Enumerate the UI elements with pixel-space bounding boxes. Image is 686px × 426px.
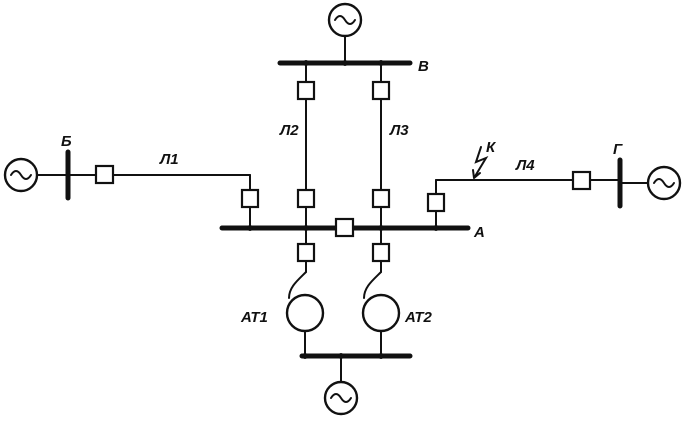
circuit-breaker-icon <box>371 188 391 209</box>
line-1-label: Л1 <box>159 151 179 168</box>
bus-g-label: Г <box>613 141 623 158</box>
autotransformer-1-label: АТ1 <box>240 309 268 326</box>
autotransformer-2-label: АТ2 <box>404 309 432 326</box>
line-4-label: Л4 <box>515 157 535 174</box>
circuit-breaker-icon <box>571 170 592 191</box>
generator-bottom <box>323 380 359 416</box>
circuit-breaker-icon <box>371 242 391 263</box>
circuit-breaker-icon <box>296 188 316 209</box>
autotransformer-icon <box>285 293 325 333</box>
fault-label: К <box>486 139 497 156</box>
bus-v-label: В <box>418 58 429 75</box>
autotransformer-1 <box>285 293 325 333</box>
circuit-breaker-icon <box>94 164 115 185</box>
lightning-icon <box>472 146 489 179</box>
generator-top <box>327 2 363 38</box>
line-2-label: Л2 <box>279 122 299 139</box>
bus-a-label: А <box>473 224 485 241</box>
generator-b <box>3 157 39 193</box>
fault-point: К <box>472 139 497 179</box>
circuit-breaker-icon <box>371 80 391 101</box>
autotransformer-2 <box>361 293 401 333</box>
line-3-label: Л3 <box>389 122 409 139</box>
generator-g <box>646 165 682 201</box>
circuit-breaker-icon <box>240 188 260 209</box>
circuit-breaker-icon <box>296 242 316 263</box>
autotransformer-icon <box>361 293 401 333</box>
bus-b-label: Б <box>61 133 72 150</box>
circuit-breaker-icon <box>334 217 355 238</box>
circuit-breaker-icon <box>296 80 316 101</box>
circuit-breaker-icon <box>426 192 446 213</box>
